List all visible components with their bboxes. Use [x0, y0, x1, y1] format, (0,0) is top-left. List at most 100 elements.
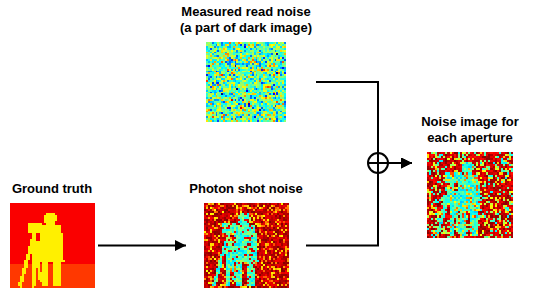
image-pixel [250, 105, 252, 107]
image-pixel [84, 209, 86, 211]
image-pixel [275, 107, 277, 109]
image-pixel [238, 74, 240, 76]
image-pixel [263, 59, 265, 61]
image-pixel [284, 101, 286, 103]
image-pixel [284, 76, 286, 78]
image-pixel [267, 95, 269, 97]
image-pixel [259, 116, 261, 118]
image-pixel [244, 80, 246, 82]
image-pixel [275, 103, 277, 105]
image-pixel [219, 67, 221, 69]
image-pixel [68, 207, 70, 209]
image-pixel [256, 112, 258, 114]
image-pixel [269, 65, 271, 67]
image-pixel [236, 44, 238, 46]
image-pixel [261, 65, 263, 67]
image-pixel [223, 112, 225, 114]
image-pixel [269, 84, 271, 86]
image-pixel [219, 120, 221, 122]
image-pixel [263, 42, 265, 44]
image-pixel [235, 53, 237, 55]
image-pixel [265, 86, 267, 88]
image-pixel [240, 61, 242, 63]
image-pixel [225, 76, 227, 78]
image-pixel [244, 52, 246, 54]
image-pixel [244, 82, 246, 84]
image-pixel [229, 46, 231, 48]
image-pixel [244, 72, 246, 74]
image-pixel [227, 59, 229, 61]
image-pixel [78, 211, 80, 213]
image-pixel [242, 103, 244, 105]
image-pixel [284, 42, 286, 44]
image-pixel [269, 90, 271, 92]
image-pixel [280, 50, 282, 52]
image-pixel [233, 65, 235, 67]
image-pixel [212, 105, 214, 107]
image-pixel [88, 207, 90, 209]
image-pixel [246, 53, 248, 55]
image-pixel [236, 50, 238, 52]
image-pixel [275, 111, 277, 113]
image-pixel [235, 65, 237, 67]
image-pixel [252, 44, 254, 46]
image-pixel [275, 99, 277, 101]
image-pixel [214, 55, 216, 57]
image-pixel [10, 207, 12, 209]
image-pixel [221, 69, 223, 71]
image-pixel [242, 57, 244, 59]
image-pixel [256, 92, 258, 94]
image-pixel [259, 59, 261, 61]
image-pixel [217, 109, 219, 111]
image-pixel [254, 55, 256, 57]
image-pixel [231, 120, 233, 122]
image-pixel [278, 112, 280, 114]
image-pixel [242, 67, 244, 69]
image-pixel [223, 65, 225, 67]
image-pixel [278, 74, 280, 76]
image-pixel [217, 84, 219, 86]
image-pixel [265, 74, 267, 76]
image-pixel [214, 111, 216, 113]
image-pixel [263, 80, 265, 82]
image-pixel [259, 112, 261, 114]
image-pixel [231, 107, 233, 109]
image-pixel [250, 93, 252, 95]
image-pixel [267, 97, 269, 99]
image-pixel [20, 203, 22, 205]
image-pixel [280, 80, 282, 82]
image-pixel [244, 69, 246, 71]
image-pixel [210, 53, 212, 55]
image-pixel [238, 118, 240, 120]
image-pixel [244, 71, 246, 73]
image-pixel [254, 112, 256, 114]
image-pixel [275, 44, 277, 46]
image-pixel [219, 82, 221, 84]
image-pixel [229, 109, 231, 111]
image-pixel [236, 46, 238, 48]
image-pixel [250, 90, 252, 92]
image-pixel [216, 72, 218, 74]
image-pixel [259, 93, 261, 95]
image-pixel [90, 203, 92, 205]
image-pixel [225, 97, 227, 99]
image-pixel [244, 116, 246, 118]
image-pixel [282, 88, 284, 90]
image-pixel [210, 109, 212, 111]
image-pixel [212, 67, 214, 69]
image-pixel [257, 69, 259, 71]
image-pixel [250, 63, 252, 65]
image-pixel [229, 67, 231, 69]
image-pixel [256, 42, 258, 44]
image-pixel [259, 107, 261, 109]
image-pixel [250, 42, 252, 44]
image-pixel [240, 46, 242, 48]
image-pixel [261, 105, 263, 107]
image-pixel [227, 105, 229, 107]
image-pixel [32, 209, 34, 211]
image-pixel [263, 99, 265, 101]
image-pixel [242, 46, 244, 48]
image-pixel [62, 209, 64, 211]
image-pixel [278, 107, 280, 109]
image-pixel [271, 42, 273, 44]
